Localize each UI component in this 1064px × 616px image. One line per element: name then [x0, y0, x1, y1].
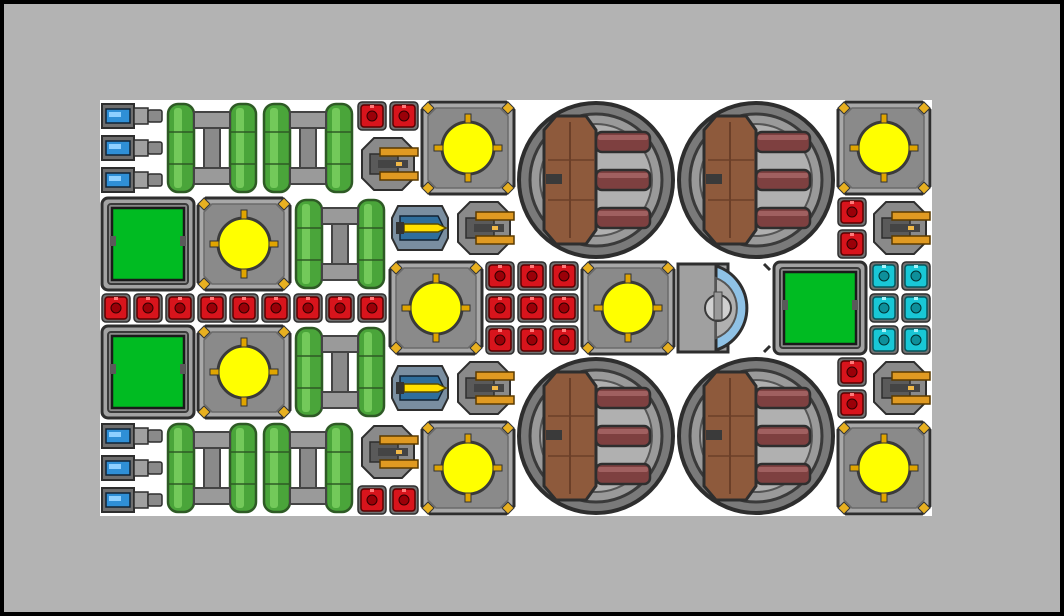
fuel-tank[interactable]	[294, 326, 386, 418]
reactor[interactable]	[836, 100, 932, 196]
fuel-tank[interactable]	[166, 102, 258, 194]
ammo-box-red[interactable]	[837, 197, 867, 227]
ammo-box-red[interactable]	[517, 261, 547, 291]
turret[interactable]	[457, 361, 515, 415]
ammo-box-red[interactable]	[357, 485, 387, 515]
turret[interactable]	[457, 201, 515, 255]
ammo-box-red[interactable]	[325, 293, 355, 323]
reactor[interactable]	[388, 260, 484, 356]
turret[interactable]	[873, 361, 931, 415]
ammo-box-red[interactable]	[357, 101, 387, 131]
fuel-tank[interactable]	[294, 198, 386, 290]
ammo-box-red[interactable]	[485, 325, 515, 355]
ammo-box-cyan[interactable]	[901, 325, 931, 355]
cargo-container[interactable]	[100, 196, 196, 292]
ammo-box-red[interactable]	[549, 261, 579, 291]
ammo-box-red[interactable]	[837, 357, 867, 387]
ammo-box-red[interactable]	[517, 325, 547, 355]
cargo-container[interactable]	[772, 260, 868, 356]
ammo-box-red[interactable]	[197, 293, 227, 323]
large-thruster[interactable]	[677, 101, 835, 259]
ammo-box-red[interactable]	[485, 293, 515, 323]
ammo-box-cyan[interactable]	[869, 261, 899, 291]
fuel-tank[interactable]	[262, 422, 354, 514]
turret[interactable]	[361, 425, 419, 479]
ammo-box-red[interactable]	[357, 293, 387, 323]
reactor[interactable]	[420, 100, 516, 196]
reactor[interactable]	[196, 196, 292, 292]
ammo-box-red[interactable]	[389, 485, 419, 515]
ammo-box-cyan[interactable]	[901, 293, 931, 323]
fuel-tank[interactable]	[262, 102, 354, 194]
ammo-box-red[interactable]	[517, 293, 547, 323]
large-thruster[interactable]	[517, 357, 675, 515]
reactor[interactable]	[196, 324, 292, 420]
turret[interactable]	[873, 201, 931, 255]
ammo-box-red[interactable]	[837, 389, 867, 419]
cargo-container[interactable]	[100, 324, 196, 420]
ammo-box-red[interactable]	[389, 101, 419, 131]
reactor[interactable]	[420, 420, 516, 516]
large-thruster[interactable]	[677, 357, 835, 515]
ammo-box-cyan[interactable]	[901, 261, 931, 291]
fuel-tank[interactable]	[166, 422, 258, 514]
missile-launcher[interactable]	[391, 205, 449, 251]
ammo-box-red[interactable]	[101, 293, 131, 323]
large-thruster[interactable]	[517, 101, 675, 259]
ammo-box-red[interactable]	[293, 293, 323, 323]
reactor[interactable]	[836, 420, 932, 516]
ammo-box-red[interactable]	[261, 293, 291, 323]
ammo-box-red[interactable]	[165, 293, 195, 323]
reactor[interactable]	[580, 260, 676, 356]
ammo-box-red[interactable]	[133, 293, 163, 323]
ammo-box-red[interactable]	[837, 229, 867, 259]
turret[interactable]	[361, 137, 419, 191]
ammo-box-cyan[interactable]	[869, 293, 899, 323]
ammo-box-red[interactable]	[485, 261, 515, 291]
ammo-box-red[interactable]	[549, 293, 579, 323]
ammo-box-red[interactable]	[229, 293, 259, 323]
ammo-box-red[interactable]	[549, 325, 579, 355]
ammo-box-cyan[interactable]	[869, 325, 899, 355]
missile-launcher[interactable]	[391, 365, 449, 411]
